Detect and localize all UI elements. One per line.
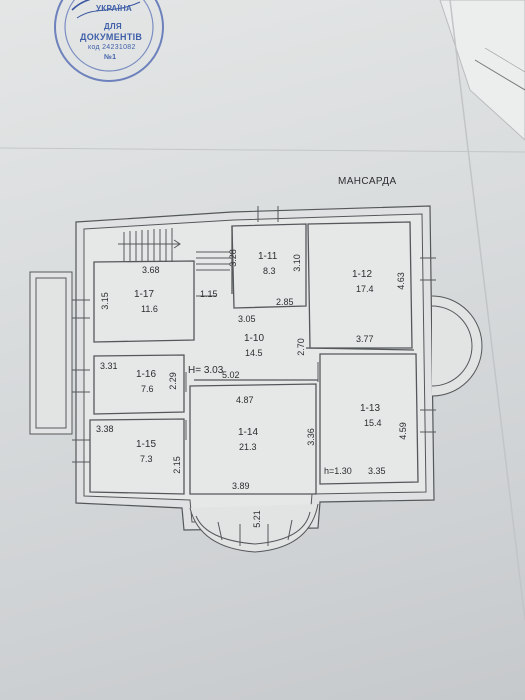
room-1-16-area: 7.6	[141, 384, 154, 394]
height-mark-3-03: H= 3.03	[188, 365, 224, 376]
dim-3-31: 3.31	[100, 361, 118, 371]
plan-title: МАНСАРДА	[338, 176, 397, 187]
dim-3-05: 3.05	[238, 314, 256, 324]
left-balcony-inner	[35, 277, 67, 429]
dim-4-87: 4.87	[236, 395, 254, 405]
dim-3-28: 3.28	[227, 249, 238, 267]
window-markers	[72, 206, 436, 546]
room-1-10-id: 1-10	[244, 333, 265, 344]
room-1-12-area: 17.4	[356, 284, 374, 294]
dim-3-10: 3.10	[291, 254, 302, 272]
official-stamp: УКРАЇНА ДЛЯ ДОКУМЕНТІВ код 24231082 №1	[52, 0, 167, 85]
room-1-14-id: 1-14	[238, 427, 259, 438]
dim-3-15: 3.15	[99, 292, 110, 310]
staircase	[118, 228, 230, 271]
interior-walls	[89, 221, 419, 495]
room-1-15-area: 7.3	[140, 454, 153, 464]
room-1-13-id: 1-13	[360, 403, 381, 414]
height-mark-1-30: h=1.30	[324, 466, 352, 476]
dim-3-36: 3.36	[305, 428, 316, 446]
dim-3-38: 3.38	[96, 424, 114, 434]
room-1-14-area: 21.3	[239, 442, 257, 452]
door-markers	[185, 295, 319, 440]
stamp-line-4: код 24231082	[88, 44, 136, 51]
stamp-line-3: ДОКУМЕНТІВ	[80, 32, 143, 42]
dim-4-63: 4.63	[395, 272, 406, 290]
room-1-17-area: 11.6	[141, 304, 158, 314]
room-1-17-id: 1-17	[134, 289, 155, 300]
right-bay	[431, 295, 483, 397]
dim-2-29: 2.29	[167, 372, 178, 390]
stamp-line-1: УКРАЇНА	[96, 4, 133, 13]
dim-2-15: 2.15	[171, 456, 182, 474]
stamp-circle	[54, 0, 164, 82]
dim-2-70: 2.70	[295, 338, 306, 356]
dim-5-02: 5.02	[222, 370, 240, 380]
dim-1-15: 1.15	[200, 289, 218, 299]
left-balcony	[29, 271, 73, 435]
room-1-12-id: 1-12	[352, 269, 373, 280]
dim-2-85: 2.85	[276, 297, 294, 307]
room-1-15-id: 1-15	[136, 439, 157, 450]
dim-3-68: 3.68	[142, 265, 160, 275]
dim-4-59: 4.59	[397, 422, 408, 440]
right-bay-inner	[431, 305, 473, 387]
room-1-11-area: 8.3	[263, 266, 276, 276]
room-1-16-id: 1-16	[136, 369, 157, 380]
stamp-line-2: ДЛЯ	[104, 22, 122, 31]
room-1-10-area: 14.5	[245, 348, 263, 358]
dim-3-35: 3.35	[368, 466, 386, 476]
dim-3-89: 3.89	[232, 481, 250, 491]
stamp-line-5: №1	[104, 54, 117, 61]
room-1-13-area: 15.4	[364, 418, 382, 428]
dim-3-77: 3.77	[356, 334, 374, 344]
room-1-11-id: 1-11	[258, 251, 278, 262]
dim-5-21: 5.21	[251, 510, 262, 528]
bottom-bay-inner	[195, 511, 311, 545]
